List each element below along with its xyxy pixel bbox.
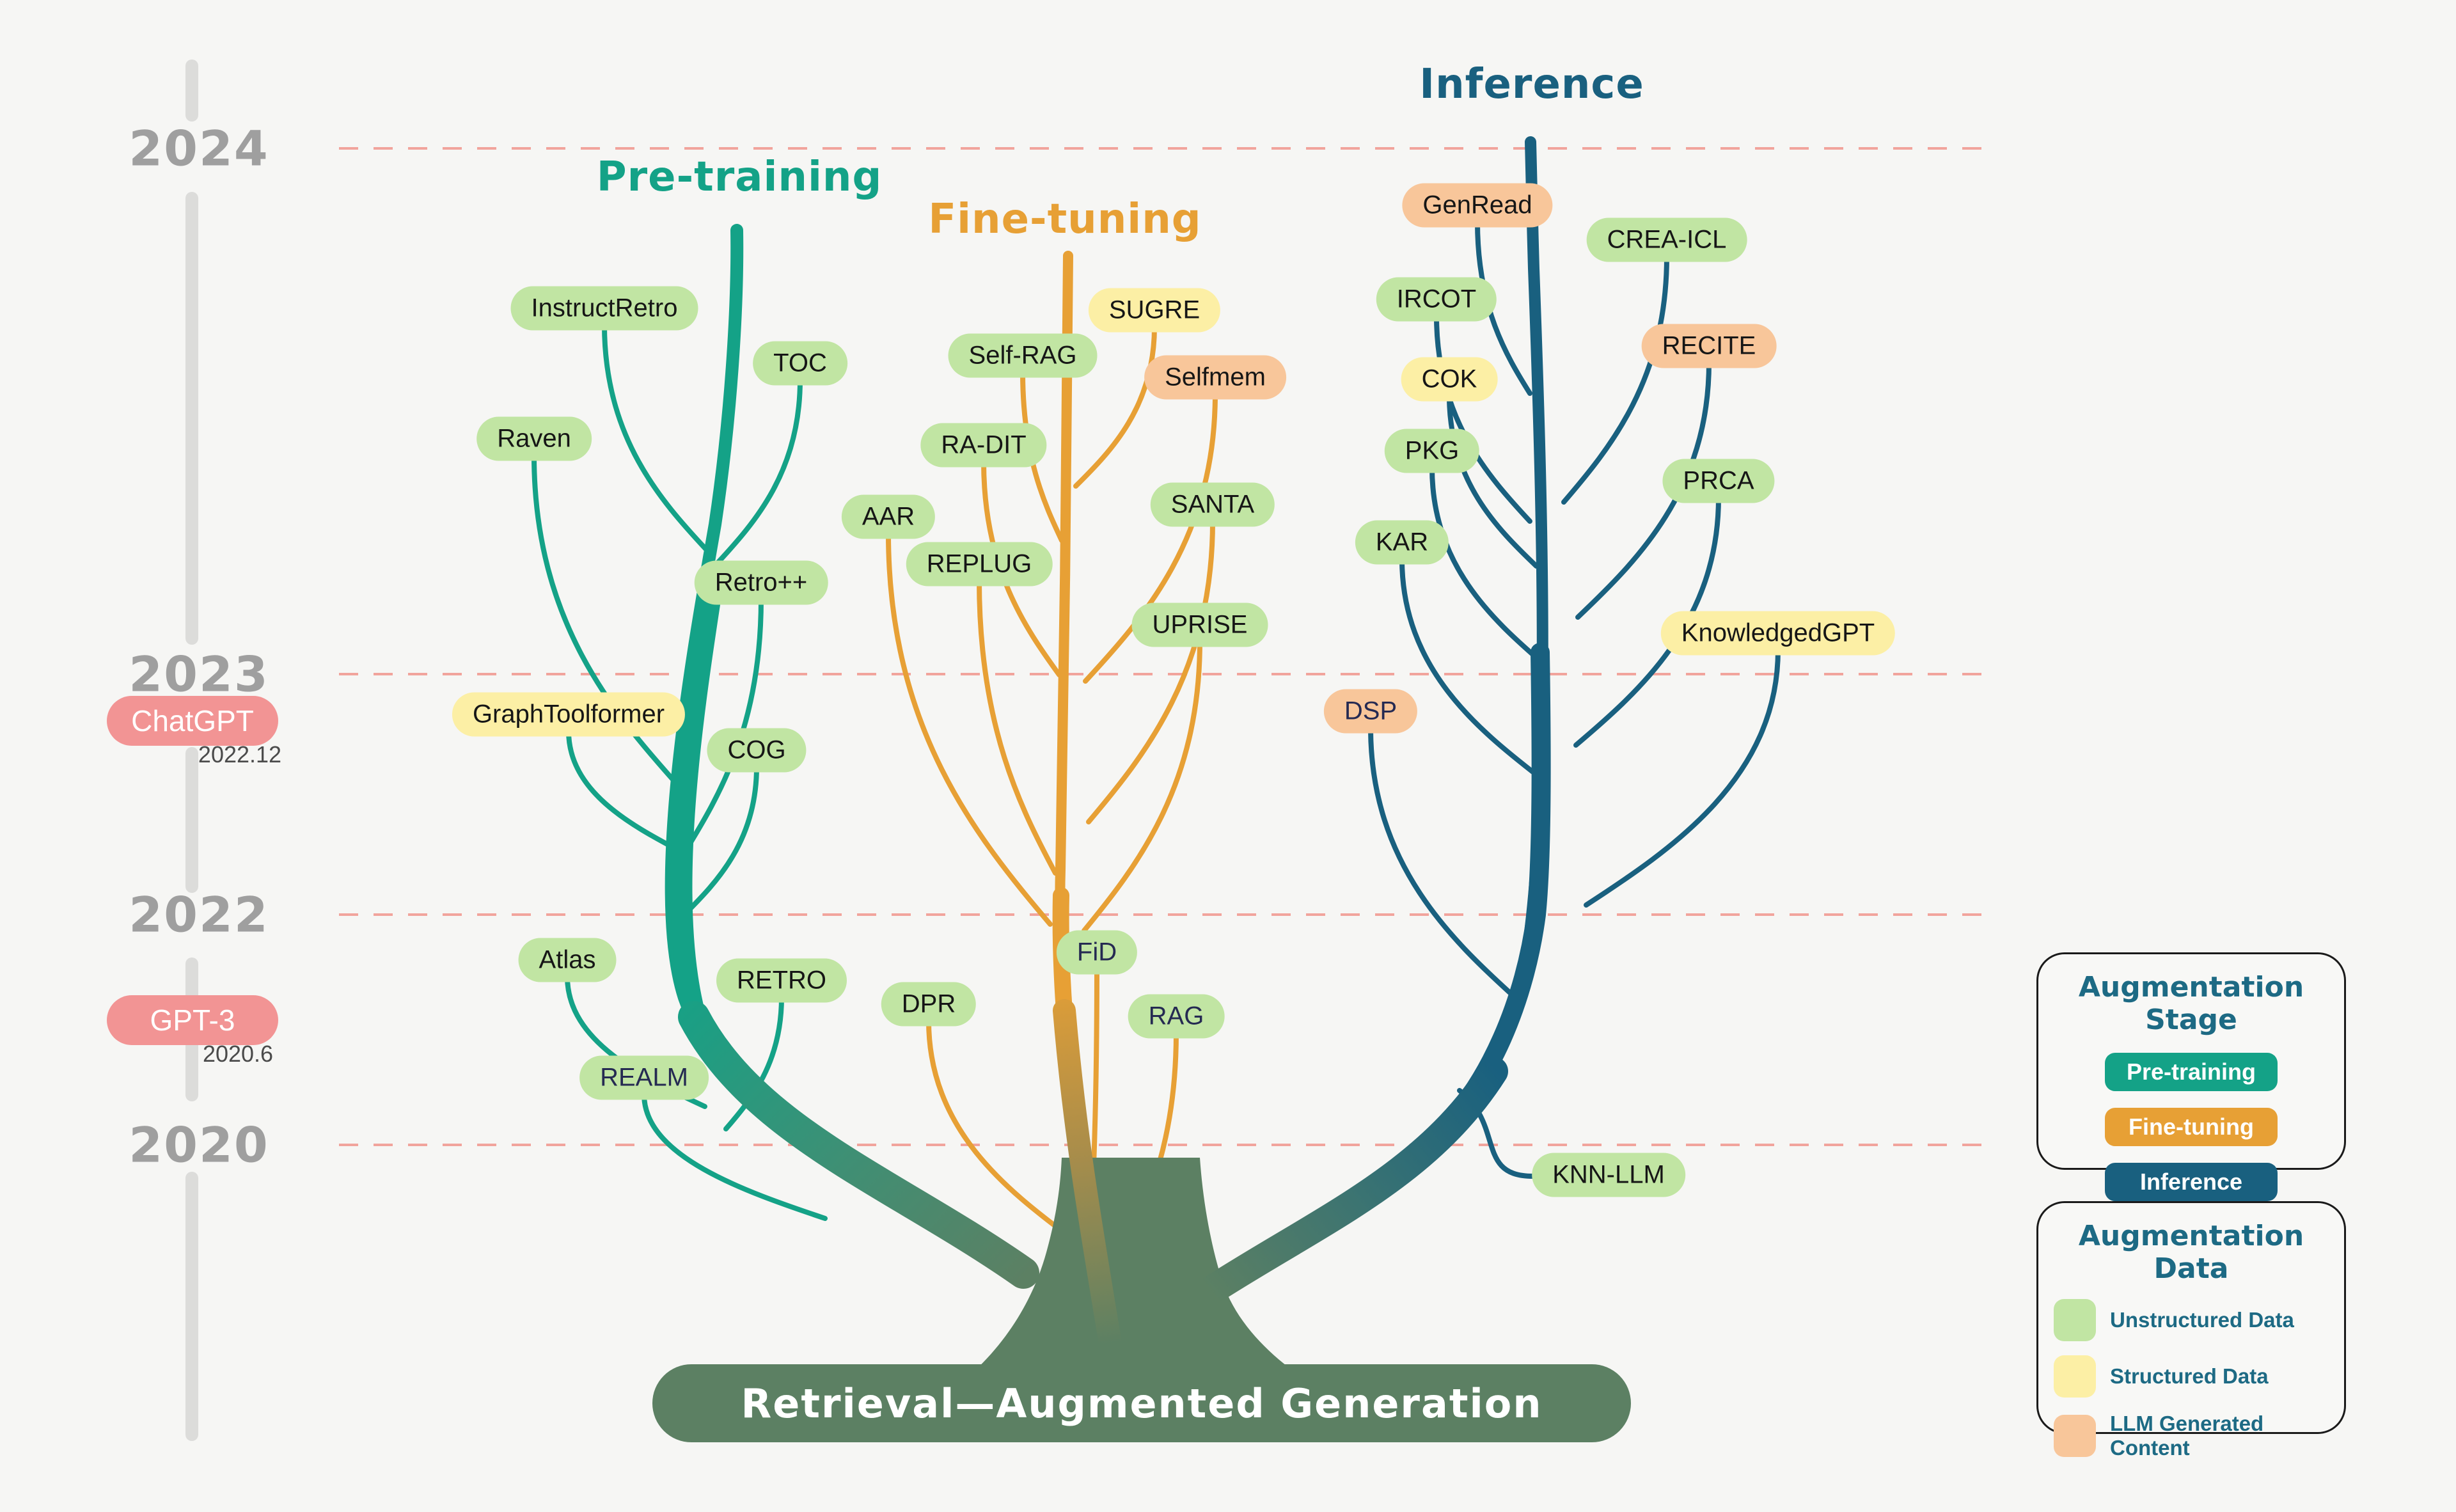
node-DPR: DPR: [881, 982, 977, 1027]
legend-data-label: LLM Generated Content: [2110, 1412, 2264, 1460]
node-Retro++: Retro++: [694, 560, 828, 605]
node-Self-RAG: Self-RAG: [948, 333, 1098, 378]
stem-REPLUG: [977, 578, 1058, 876]
node-DSP: DSP: [1323, 689, 1418, 734]
legend-stage-pill-Fine-tuning: Fine-tuning: [2105, 1108, 2278, 1146]
stage-header-finetuning: Fine-tuning: [928, 196, 1202, 243]
root-title: Retrieval—Augmented Generation: [741, 1380, 1543, 1427]
stem-SUGRE: [1073, 324, 1157, 489]
legend-stage-pill-Pre-training: Pre-training: [2105, 1053, 2278, 1091]
stem-GenRead: [1475, 219, 1532, 396]
timeline-bar-segment: [185, 747, 198, 893]
branch-finetuning-low: [1053, 999, 1122, 1355]
milestone-date: 2020.6: [202, 1041, 274, 1067]
node-RETRO: RETRO: [716, 958, 847, 1003]
legend-stage-title: Augmentation Stage: [2078, 971, 2304, 1036]
node-AAR: AAR: [841, 494, 936, 539]
stem-TOC: [715, 377, 803, 565]
stem-COG: [682, 764, 759, 917]
node-SANTA: SANTA: [1150, 482, 1275, 527]
node-RA-DIT: RA-DIT: [920, 423, 1047, 468]
branch-inference-low: [1194, 1057, 1508, 1307]
node-GraphToolformer: GraphToolformer: [452, 692, 686, 737]
stage-header-pretraining: Pre-training: [596, 154, 883, 201]
milestone-badge: ChatGPT: [107, 696, 278, 746]
node-KNN-LLM: KNN-LLM: [1532, 1153, 1685, 1197]
stem-Raven: [531, 453, 682, 789]
legend-data-swatch-unstructured: [2054, 1299, 2096, 1341]
branch-pretraining-low: [678, 1001, 1039, 1289]
branch-pretraining-mid: [670, 581, 722, 1041]
node-FiD: FiD: [1056, 930, 1138, 975]
stem-RECITE: [1575, 360, 1712, 620]
node-Selfmem: Selfmem: [1144, 355, 1286, 400]
stage-header-inference: Inference: [1419, 61, 1644, 108]
node-REALM: REALM: [579, 1055, 709, 1100]
timeline-year-label: 2024: [129, 120, 269, 177]
stem-KAR: [1399, 556, 1542, 780]
legend-data-swatch-llm_generated: [2054, 1415, 2096, 1457]
stem-RETRO: [723, 995, 784, 1131]
node-RECITE: RECITE: [1641, 324, 1777, 368]
stem-AAR: [886, 531, 1053, 927]
timeline-year-label: 2023: [129, 645, 269, 703]
node-GenRead: GenRead: [1402, 183, 1553, 228]
legend-data-title: Augmentation Data: [2078, 1220, 2304, 1285]
node-COG: COG: [707, 728, 807, 773]
legend-data-row: LLM Generated Content: [2054, 1412, 2344, 1460]
node-KnowledgedGPT: KnowledgedGPT: [1660, 611, 1896, 656]
node-KAR: KAR: [1355, 520, 1449, 565]
stem-CREA-ICL: [1561, 254, 1669, 505]
stem-PKG: [1429, 465, 1544, 665]
node-Atlas: Atlas: [518, 938, 617, 982]
stem-REALM: [642, 1092, 828, 1221]
node-COK: COK: [1401, 357, 1498, 402]
timeline-year-label: 2020: [129, 1116, 269, 1174]
node-TOC: TOC: [753, 341, 847, 386]
node-PRCA: PRCA: [1662, 459, 1775, 503]
node-CREA-ICL: CREA-ICL: [1586, 217, 1747, 262]
stem-Selfmem: [1083, 391, 1218, 684]
legend-stage-pill-Inference: Inference: [2105, 1163, 2278, 1201]
stem-UPRISE: [1082, 639, 1202, 933]
node-RAG: RAG: [1128, 994, 1225, 1039]
stem-COK: [1447, 393, 1539, 569]
node-PKG: PKG: [1384, 429, 1480, 473]
node-Raven: Raven: [476, 416, 592, 461]
stem-GraphToolformer: [566, 728, 682, 853]
stem-DPR: [926, 1018, 1073, 1240]
stem-SANTA: [1086, 519, 1215, 824]
stem-InstructRetro: [602, 322, 709, 553]
legend-data-label: Unstructured Data: [2110, 1308, 2294, 1332]
legend-data-label: Structured Data: [2110, 1364, 2269, 1388]
timeline-year-label: 2022: [129, 886, 269, 943]
legend-data-swatch-structured: [2054, 1355, 2096, 1398]
stem-DSP: [1368, 725, 1522, 1004]
node-stems: [531, 219, 1781, 1289]
root-title-bar: Retrieval—Augmented Generation: [652, 1364, 1631, 1442]
timeline-bar-segment: [185, 1172, 198, 1441]
node-IRCOT: IRCOT: [1376, 277, 1497, 322]
legend-data-row: Unstructured Data: [2054, 1299, 2344, 1341]
timeline-bar-segment: [185, 192, 198, 645]
legend-data-row: Structured Data: [2054, 1355, 2344, 1398]
node-InstructRetro: InstructRetro: [510, 286, 698, 331]
stem-KnowledgedGPT: [1584, 647, 1781, 908]
milestone-date: 2022.12: [198, 741, 282, 768]
node-REPLUG: REPLUG: [906, 542, 1053, 587]
node-SUGRE: SUGRE: [1088, 288, 1221, 333]
node-UPRISE: UPRISE: [1131, 602, 1268, 647]
timeline-bar-segment: [185, 59, 198, 122]
milestone-badge: GPT-3: [107, 995, 278, 1045]
stem-Self-RAG: [1020, 370, 1064, 543]
stem-RA-DIT: [981, 459, 1062, 677]
